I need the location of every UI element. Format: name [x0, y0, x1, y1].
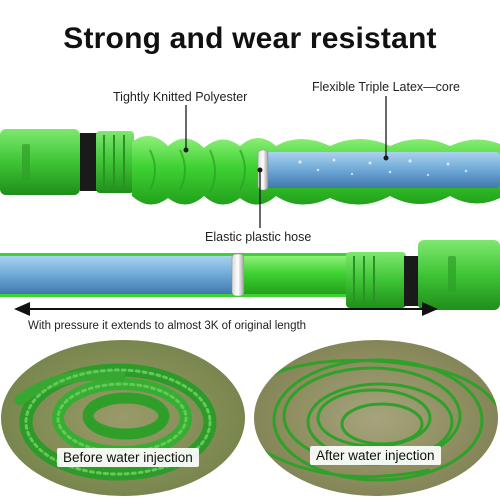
inner-tube-top — [257, 149, 500, 191]
before-label: Before water injection — [57, 448, 199, 467]
extended-hose — [0, 253, 360, 297]
after-label: After water injection — [310, 446, 441, 465]
before-photo — [1, 340, 245, 496]
top-connector — [0, 129, 134, 195]
after-photo — [254, 340, 498, 496]
extension-arrow — [14, 302, 438, 316]
callout-lines — [185, 96, 387, 228]
extension-caption: With pressure it extends to almost 3K of… — [28, 320, 307, 332]
photo-panels — [1, 340, 498, 496]
page-title: Strong and wear resistant — [63, 22, 437, 55]
bottom-connector — [346, 240, 500, 310]
latex-core-callout: Flexible Triple Latex—core — [312, 80, 460, 94]
polyester-callout: Tightly Knitted Polyester — [113, 90, 248, 104]
plastic-hose-callout: Elastic plastic hose — [205, 230, 312, 244]
